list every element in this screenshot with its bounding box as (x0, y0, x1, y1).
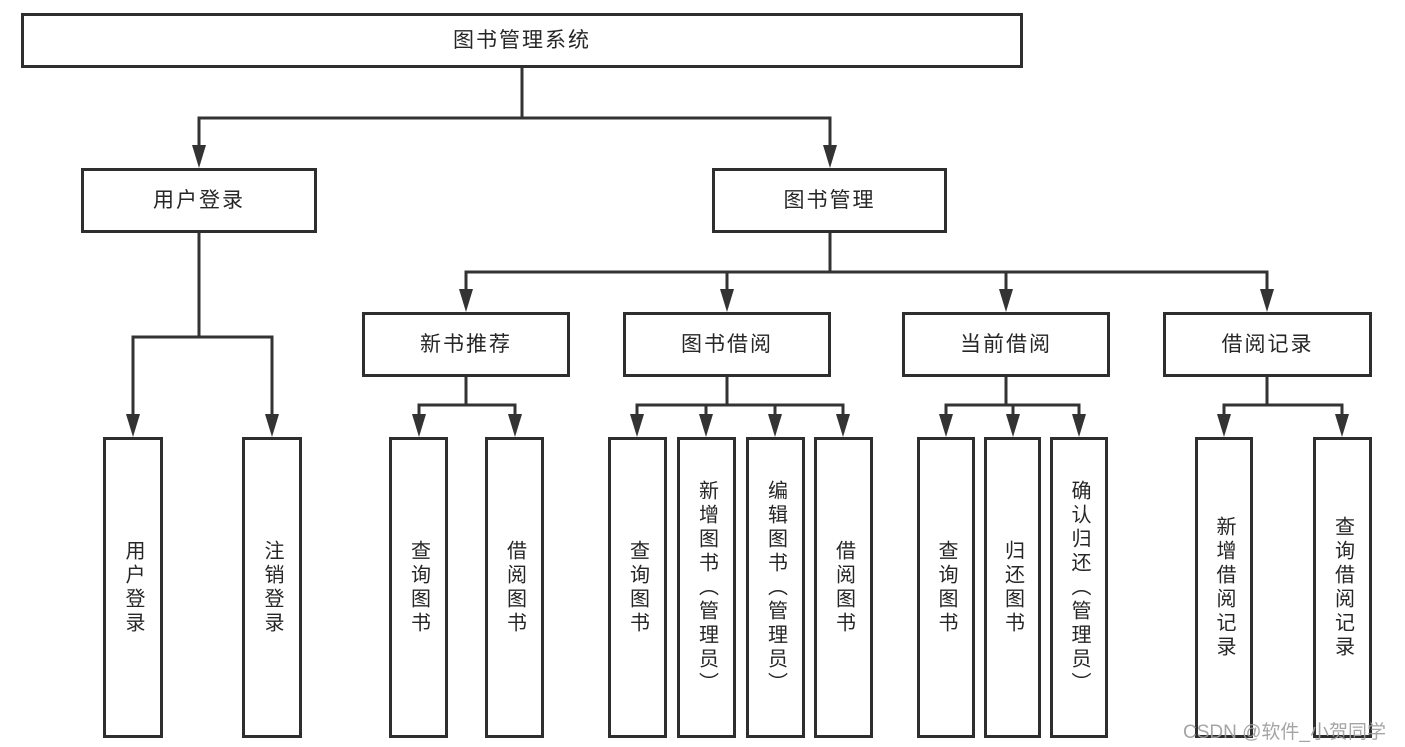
node-root: 图书管理系统 (21, 13, 1023, 68)
connector-user-login (131, 233, 274, 421)
leaf-label: 注销登录 (261, 539, 283, 636)
node-book-borrow-label: 图书借阅 (681, 333, 773, 356)
leaf-add-books-admin: 新增图书（管理员） (677, 437, 736, 738)
arrow-head (1335, 414, 1349, 437)
node-book-mgmt-label: 图书管理 (783, 189, 876, 212)
leaf-borrow-books-2: 借阅图书 (814, 437, 873, 738)
arrow-head (412, 414, 426, 437)
connector-book-borrow (635, 377, 845, 421)
connector-new-books (417, 377, 517, 421)
leaf-label: 编辑图书（管理员） (764, 479, 787, 696)
node-root-label: 图书管理系统 (453, 29, 591, 52)
leaf-logout: 注销登录 (242, 437, 302, 738)
leaf-return-books: 归还图书 (984, 437, 1041, 738)
leaf-label: 确认归还（管理员） (1068, 479, 1090, 696)
leaf-label: 查询图书 (407, 539, 430, 636)
arrow-head (939, 414, 953, 437)
leaf-query-books-2: 查询图书 (608, 437, 667, 738)
arrow-head (459, 289, 473, 312)
leaf-confirm-return-admin: 确认归还（管理员） (1050, 437, 1108, 738)
arrow-head (1006, 414, 1020, 437)
leaf-add-borrow-record: 新增借阅记录 (1195, 437, 1253, 738)
connector-root (197, 68, 832, 152)
connector-borrow-records (1222, 377, 1344, 421)
arrow-head (768, 414, 782, 437)
leaf-query-borrow-record: 查询借阅记录 (1313, 437, 1372, 738)
arrow-head (699, 414, 713, 437)
leaf-label: 归还图书 (1001, 539, 1024, 636)
node-user-login-label: 用户登录 (153, 189, 245, 212)
arrow-head (1260, 289, 1274, 312)
leaf-edit-books-admin: 编辑图书（管理员） (746, 437, 805, 738)
arrow-head (823, 145, 837, 168)
leaf-label: 查询借阅记录 (1331, 515, 1354, 660)
arrow-head (192, 145, 206, 168)
node-new-books: 新书推荐 (362, 312, 570, 377)
csdn-watermark: CSDN @软件_小贺同学 (1183, 722, 1386, 743)
node-book-borrow: 图书借阅 (623, 312, 831, 377)
connector-group (131, 68, 1344, 421)
arrow-head (999, 289, 1013, 312)
node-current-borrow: 当前借阅 (902, 312, 1110, 377)
node-new-books-label: 新书推荐 (420, 333, 512, 356)
arrow-head (1217, 414, 1231, 437)
leaf-label: 新增图书（管理员） (695, 479, 718, 696)
arrow-head (836, 414, 850, 437)
leaf-query-books-1: 查询图书 (389, 437, 448, 738)
arrow-head (126, 414, 140, 437)
node-borrow-records-label: 借阅记录 (1221, 333, 1314, 356)
node-borrow-records: 借阅记录 (1163, 312, 1372, 377)
arrow-head (630, 414, 644, 437)
node-user-login: 用户登录 (81, 168, 317, 233)
leaf-user-login: 用户登录 (103, 437, 163, 738)
arrowheads (126, 145, 1349, 437)
leaf-label: 新增借阅记录 (1213, 515, 1235, 660)
leaf-query-books-3: 查询图书 (917, 437, 975, 738)
arrow-head (265, 414, 279, 437)
arrow-head (720, 289, 734, 312)
node-current-borrow-label: 当前借阅 (960, 333, 1052, 356)
arrow-head (1072, 414, 1086, 437)
arrow-head (508, 414, 522, 437)
leaf-label: 查询图书 (935, 539, 957, 636)
leaf-label: 查询图书 (626, 539, 649, 636)
leaf-borrow-books-1: 借阅图书 (485, 437, 544, 738)
node-book-mgmt: 图书管理 (712, 168, 947, 233)
leaf-label: 借阅图书 (503, 539, 526, 636)
leaf-label: 借阅图书 (832, 539, 855, 636)
leaf-label: 用户登录 (122, 539, 144, 636)
connector-book-mgmt (464, 233, 1269, 296)
connector-current-borrow (944, 377, 1081, 421)
